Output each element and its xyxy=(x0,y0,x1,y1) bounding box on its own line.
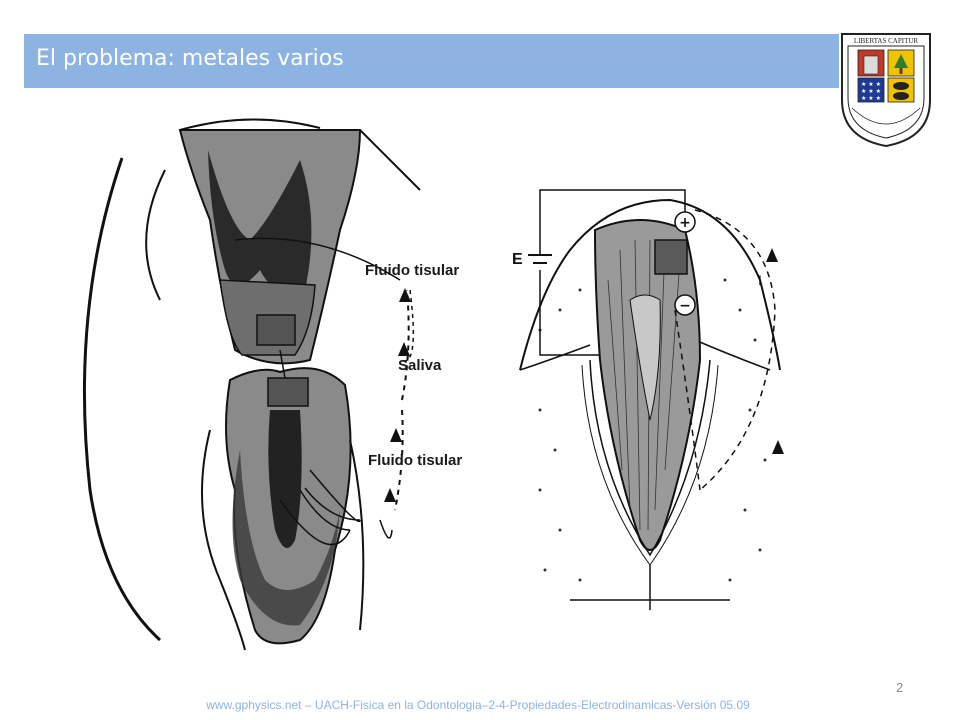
label-lower-tissue-fluid: Fluido tisular xyxy=(368,452,462,469)
university-seal-logo: LIBERTAS CAPITUR ★ ★ ★★ ★ ★★ ★ ★ xyxy=(841,33,931,148)
left-tooth-diagram: Fluido tisular Saliva Fluido tisular xyxy=(82,118,462,651)
slide-number: 2 xyxy=(896,680,904,695)
slide-title-bar: El problema: metales varios xyxy=(24,34,839,88)
plus-sign: + xyxy=(679,215,691,231)
current-label: I xyxy=(758,272,762,288)
label-upper-tissue-fluid: Fluido tisular xyxy=(365,262,459,279)
svg-text:★ ★ ★: ★ ★ ★ xyxy=(861,88,881,95)
battery-label: E xyxy=(512,251,523,268)
label-saliva: Saliva xyxy=(398,357,442,374)
svg-text:★ ★ ★: ★ ★ ★ xyxy=(861,95,881,102)
slide-title: El problema: metales varios xyxy=(36,46,344,71)
right-tooth-circuit-diagram: E + − I xyxy=(512,189,784,610)
plus-electrode-icon xyxy=(674,211,696,233)
minus-electrode-icon xyxy=(674,294,696,316)
seal-motto: LIBERTAS CAPITUR xyxy=(854,37,918,45)
minus-sign: − xyxy=(679,298,691,314)
slide-footer[interactable]: www.gphysics.net – UACH-Fisica en la Odo… xyxy=(206,698,750,712)
svg-text:★ ★ ★: ★ ★ ★ xyxy=(861,81,881,88)
